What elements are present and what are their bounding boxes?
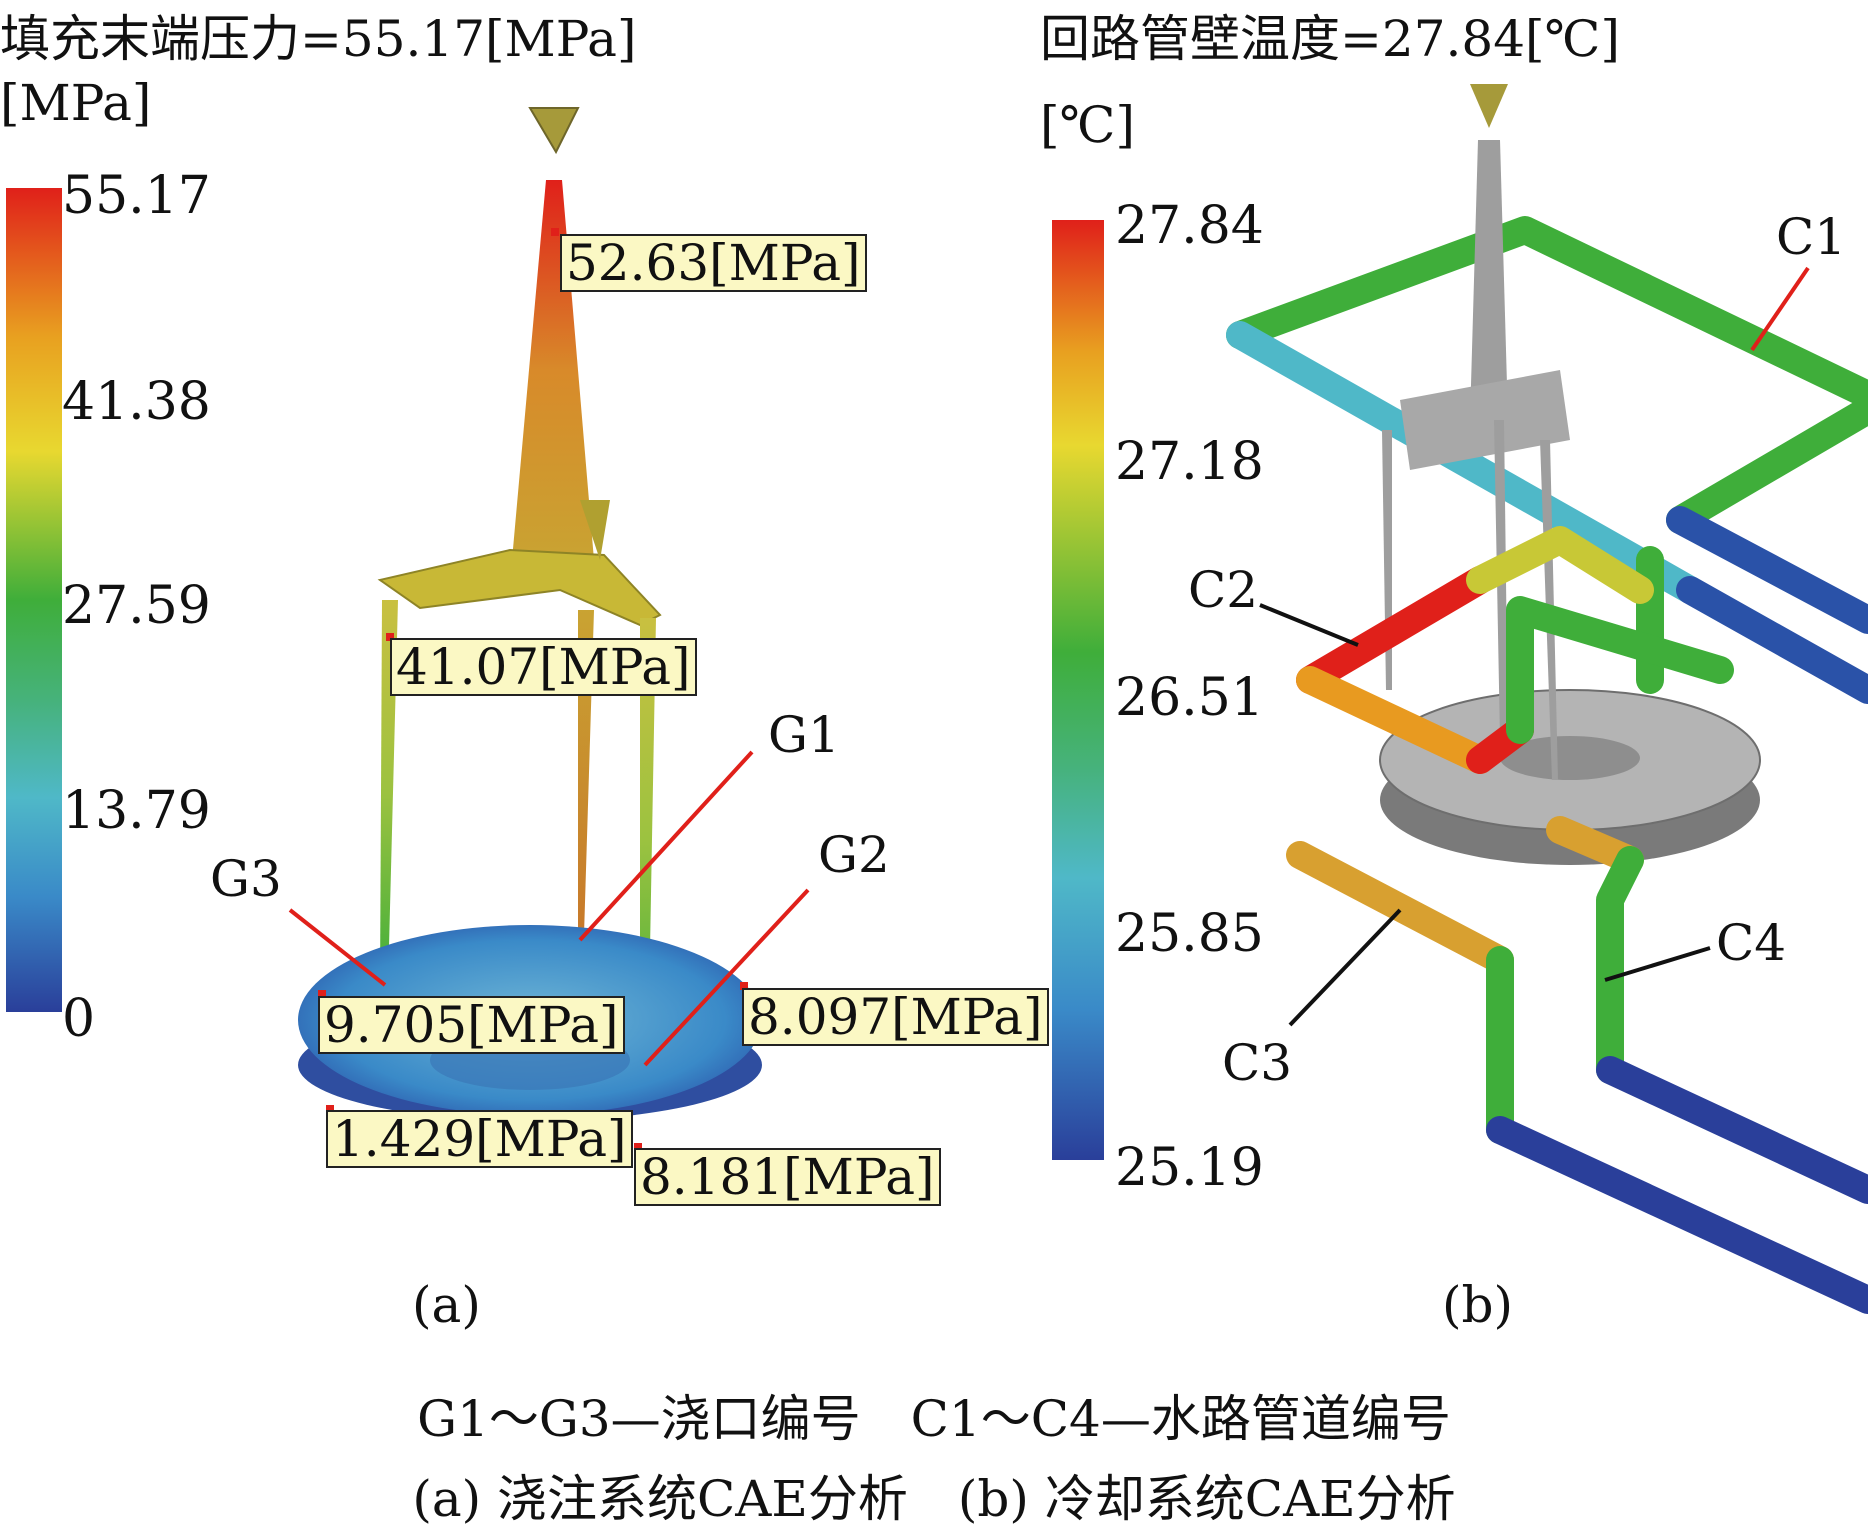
nozzle-b — [1470, 84, 1508, 128]
panel-a-title: 填充末端压力=55.17[MPa] — [0, 10, 637, 68]
gate-label-g3: G3 — [210, 850, 282, 908]
sprue-b — [1470, 140, 1508, 420]
pipe-c4 — [1596, 846, 1644, 1084]
pipe-c3 — [1286, 841, 1514, 974]
panel-b-colorbar — [1052, 220, 1104, 1160]
panel-b-title: 回路管壁温度=27.84[℃] — [1040, 10, 1620, 68]
probe-marker — [326, 1105, 334, 1113]
probe-marker — [318, 990, 326, 998]
panel-b-sublabel: (b) — [1442, 1276, 1514, 1334]
panel-a-tick: 13.79 — [62, 781, 211, 841]
callout-g3-pressure: 9.705[MPa] — [318, 996, 625, 1054]
leader-c2 — [1259, 603, 1359, 647]
pipe-c2 — [1296, 666, 1494, 774]
panel-a-sublabel: (a) — [412, 1276, 481, 1334]
caption-legend: G1～G3—浇口编号 C1～C4—水路管道编号 — [417, 1390, 1451, 1448]
pipe-c1 — [1226, 321, 1704, 604]
panel-b-tick: 26.51 — [1115, 668, 1264, 728]
callout-edge-pressure: 1.429[MPa] — [326, 1110, 633, 1168]
leader-g2 — [643, 888, 810, 1067]
panel-b-tick: 27.84 — [1115, 196, 1264, 256]
callout-runner-pressure: 41.07[MPa] — [390, 638, 697, 696]
leader-g3 — [288, 908, 387, 987]
callout-sprue-pressure: 52.63[MPa] — [560, 234, 867, 292]
gate-label-g1: G1 — [768, 706, 840, 764]
probe-marker — [740, 982, 748, 990]
runner-fin — [580, 500, 610, 560]
pipe-label-c3: C3 — [1222, 1034, 1293, 1092]
panel-a-tick: 55.17 — [62, 166, 211, 226]
leader-c3 — [1288, 908, 1402, 1027]
runner-leg — [380, 600, 398, 985]
pipe-c1 — [1226, 216, 1868, 409]
nozzle-cone — [528, 107, 580, 155]
pipe-label-c1: C1 — [1776, 208, 1847, 266]
pipe-c3 — [1486, 1116, 1868, 1314]
pipe-c2 — [1506, 596, 1734, 744]
leader-c1 — [1750, 266, 1810, 352]
pipe-label-c2: C2 — [1188, 561, 1259, 619]
caption-subtitles: (a) 浇注系统CAE分析 (b) 冷却系统CAE分析 — [412, 1470, 1456, 1528]
panel-b-tick: 25.85 — [1115, 904, 1264, 964]
leader-g1 — [578, 750, 754, 942]
pipe-c1 — [1676, 576, 1868, 704]
panel-a-tick: 0 — [62, 989, 96, 1049]
sprue — [512, 180, 594, 560]
probe-marker — [386, 633, 394, 641]
panel-a-colorbar — [6, 188, 62, 1012]
panel-a-unit: [MPa] — [0, 74, 152, 132]
runner-b — [1400, 370, 1570, 470]
pipe-c2 — [1466, 526, 1654, 604]
probe-marker — [634, 1143, 642, 1151]
probe-marker — [551, 228, 559, 236]
part-hole — [1500, 736, 1640, 780]
panel-b-tick: 27.18 — [1115, 432, 1264, 492]
gate-label-g2: G2 — [818, 826, 890, 884]
callout-g2-pressure: 8.097[MPa] — [742, 988, 1049, 1046]
panel-a-tick: 27.59 — [62, 576, 211, 636]
panel-a-tick: 41.38 — [62, 372, 211, 432]
pipe-c4 — [1596, 1056, 1868, 1204]
pipe-c1 — [1666, 396, 1868, 534]
pipe-c2 — [1296, 566, 1494, 694]
callout-bottom-pressure: 8.181[MPa] — [634, 1148, 941, 1206]
pipe-label-c4: C4 — [1716, 914, 1787, 972]
panel-b-tick: 25.19 — [1115, 1138, 1264, 1198]
leader-c4 — [1604, 946, 1711, 982]
panel-b-unit: [℃] — [1040, 96, 1135, 154]
pipe-c1 — [1666, 506, 1868, 634]
